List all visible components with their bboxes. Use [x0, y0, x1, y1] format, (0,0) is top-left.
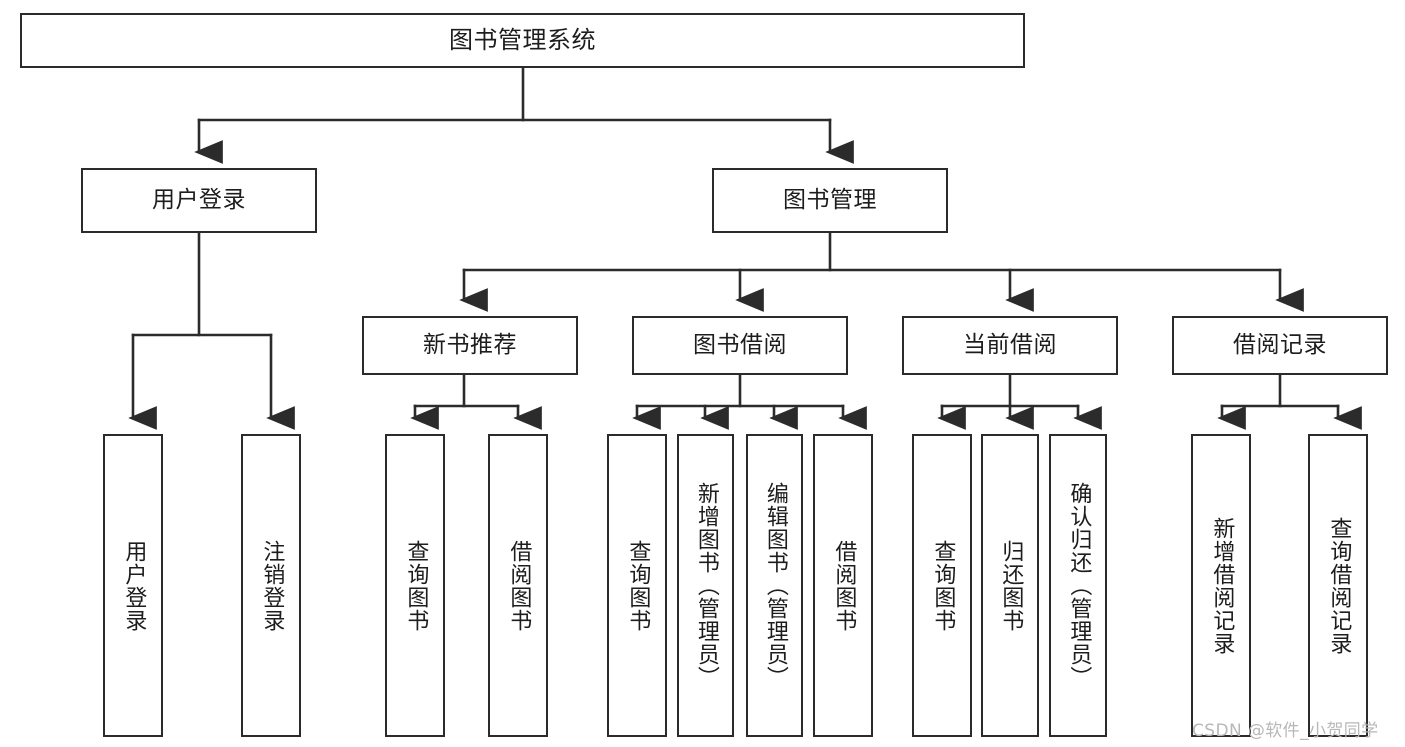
- node-book-management-system[interactable]: 图书管理系统: [20, 13, 1025, 68]
- leaf-return-book[interactable]: 归还图书: [981, 434, 1039, 737]
- node-label: 用户登录: [152, 186, 246, 213]
- node-book-manage[interactable]: 图书管理: [712, 168, 948, 233]
- node-label: 注销登录: [259, 539, 285, 632]
- leaf-add-book-admin[interactable]: 新增图书（管理员）: [677, 434, 734, 737]
- node-current-borrow[interactable]: 当前借阅: [902, 316, 1118, 375]
- leaf-query-book-current[interactable]: 查询图书: [912, 434, 972, 737]
- node-book-borrow[interactable]: 图书借阅: [632, 316, 848, 375]
- node-label: 查询图书: [930, 539, 956, 632]
- node-label: 新书推荐: [423, 331, 517, 358]
- node-label: 图书借阅: [693, 331, 787, 358]
- node-label: 借阅记录: [1233, 331, 1327, 358]
- node-user-login[interactable]: 用户登录: [81, 168, 317, 233]
- leaf-query-book-new-rec[interactable]: 查询图书: [385, 434, 445, 737]
- leaf-query-borrow-record[interactable]: 查询借阅记录: [1308, 434, 1368, 737]
- leaf-borrow-book-borrow[interactable]: 借阅图书: [813, 434, 873, 737]
- node-label: 新增图书（管理员）: [693, 482, 719, 689]
- node-label: 查询图书: [625, 539, 651, 632]
- node-borrow-record[interactable]: 借阅记录: [1172, 316, 1388, 375]
- node-label: 确认归还（管理员）: [1066, 482, 1092, 689]
- node-label: 借阅图书: [506, 539, 532, 632]
- node-label: 查询借阅记录: [1326, 516, 1352, 655]
- leaf-add-borrow-record[interactable]: 新增借阅记录: [1191, 434, 1251, 737]
- node-label: 图书管理系统: [449, 26, 596, 55]
- leaf-borrow-book-new-rec[interactable]: 借阅图书: [488, 434, 548, 737]
- node-label: 归还图书: [998, 539, 1024, 632]
- leaf-confirm-return-admin[interactable]: 确认归还（管理员）: [1049, 434, 1107, 737]
- leaf-query-book-borrow[interactable]: 查询图书: [607, 434, 667, 737]
- node-label: 新增借阅记录: [1209, 516, 1235, 655]
- node-label: 编辑图书（管理员）: [762, 482, 788, 689]
- node-label: 图书管理: [783, 186, 877, 213]
- node-label: 查询图书: [403, 539, 429, 632]
- leaf-edit-book-admin[interactable]: 编辑图书（管理员）: [746, 434, 803, 737]
- leaf-user-logout[interactable]: 注销登录: [241, 434, 301, 737]
- node-label: 当前借阅: [963, 331, 1057, 358]
- node-new-book-recommend[interactable]: 新书推荐: [362, 316, 578, 375]
- node-label: 借阅图书: [831, 539, 857, 632]
- node-label: 用户登录: [121, 539, 147, 632]
- csdn-watermark: CSDN @软件_小贺同学: [1192, 721, 1379, 741]
- leaf-user-login[interactable]: 用户登录: [103, 434, 163, 737]
